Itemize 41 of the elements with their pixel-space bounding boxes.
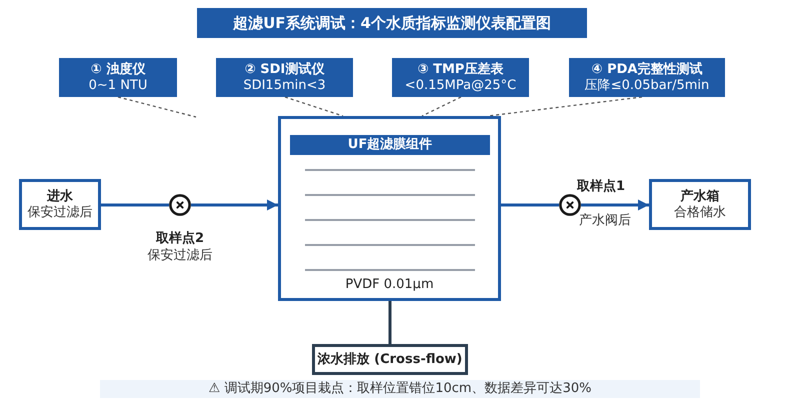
pipe-line — [101, 204, 169, 206]
process-box — [19, 179, 101, 230]
leader-line — [422, 96, 462, 117]
station-name: 进水 — [47, 188, 73, 204]
instrument-name: ③ TMP压差表 — [418, 62, 504, 78]
discharge-box — [312, 344, 468, 375]
warning-note: ⚠ 调试期90%项目栽点：取样位置错位10cm、数据差异可达30% — [100, 380, 700, 398]
station-note: 合格储水 — [674, 204, 726, 220]
instrument-tag — [59, 58, 177, 97]
title-banner: 超滤UF系统调试：4个水质指标监测仪表配置图 — [197, 8, 587, 38]
sampling-location-note: 保安过滤后 — [148, 248, 212, 264]
station-name: 产水箱 — [680, 188, 720, 204]
flow-arrow — [191, 200, 278, 210]
sampling-point-label: 取样点1 — [577, 179, 626, 195]
instrument-range: SDI15min<3 — [243, 78, 326, 94]
membrane-spec: PVDF 0.01μm — [345, 277, 434, 293]
leader-line — [118, 96, 196, 118]
flow-arrow — [581, 200, 649, 210]
sampling-point-label: 取样点2 — [156, 231, 204, 247]
instrument-range: <0.15MPa@25°C — [404, 78, 516, 94]
station-note: 保安过滤后 — [28, 204, 92, 220]
discharge-label: 浓水排放 (Cross-flow) — [318, 352, 462, 368]
sampling-valve-symbol — [169, 194, 191, 216]
instrument-name: ④ PDA完整性测试 — [592, 62, 702, 78]
leader-line — [284, 96, 344, 117]
instrument-tag — [569, 58, 725, 97]
module-title: UF超滤膜组件 — [348, 137, 432, 153]
pipe-line — [501, 204, 559, 206]
membrane-module-box — [278, 116, 501, 301]
pipe-line — [388, 301, 392, 344]
instrument-name: ② SDI测试仪 — [244, 62, 324, 78]
process-box — [649, 179, 751, 230]
instrument-tag — [392, 58, 529, 97]
instrument-range: 0~1 NTU — [88, 78, 148, 94]
leader-line — [488, 96, 642, 117]
sampling-valve-symbol — [559, 194, 581, 216]
instrument-tag — [216, 58, 353, 97]
sampling-location-note: 产水阀后 — [579, 213, 631, 229]
instrument-range: 压降≤0.05bar/5min — [584, 78, 710, 94]
instrument-name: ① 浊度仪 — [90, 62, 146, 78]
module-header-band — [290, 135, 490, 155]
